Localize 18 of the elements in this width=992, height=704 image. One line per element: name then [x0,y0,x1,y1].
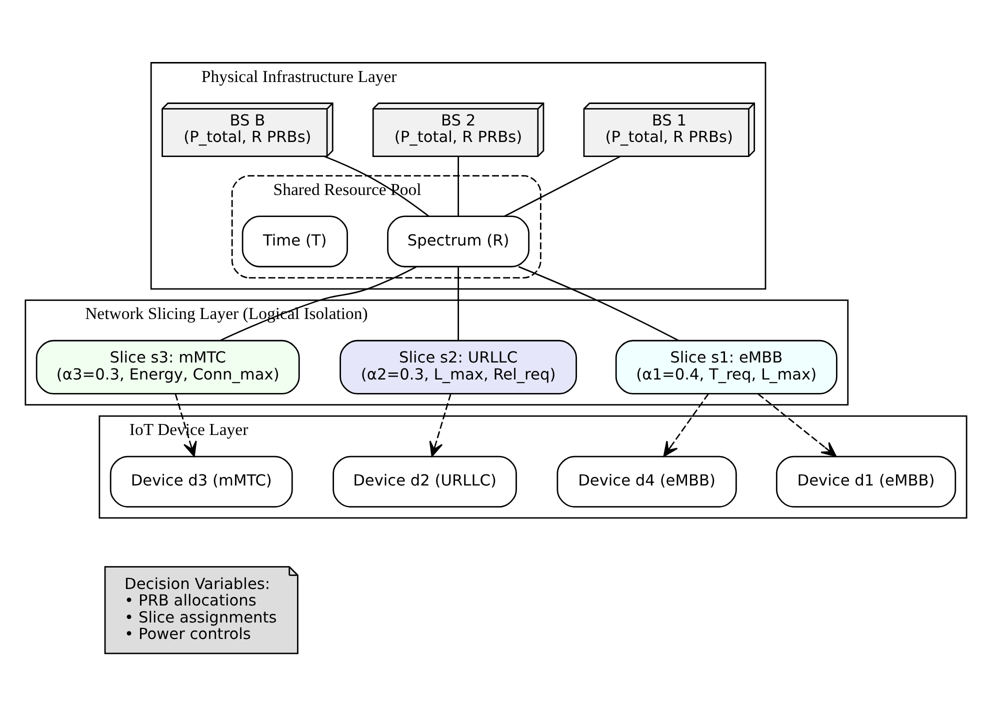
node-box: Slice s3: mMTC (α3=0.3, Energy, Conn_max) [36,339,300,394]
arrow [663,393,709,456]
arrow [174,393,197,456]
arrow [758,392,837,456]
node-box: Device d3 (mMTC) [110,455,293,507]
node-box: Slice s1: eMBB (α1=0.4, T_req, L_max) [615,339,838,394]
node-box: Device d1 (eMBB) [776,455,956,507]
connector [220,266,417,340]
node-box: Spectrum (R) [387,215,530,267]
connector [458,156,459,216]
node-box: Device d4 (eMBB) [556,455,737,507]
node-box: Device d2 (URLLC) [332,455,517,507]
node-box: Slice s2: URLLC (α2=0.3, L_max, Rel_req) [340,339,577,394]
connector [324,155,430,216]
arrow [429,393,452,456]
connector [504,155,621,216]
connector [458,266,459,340]
node-box: Time (T) [242,215,348,267]
